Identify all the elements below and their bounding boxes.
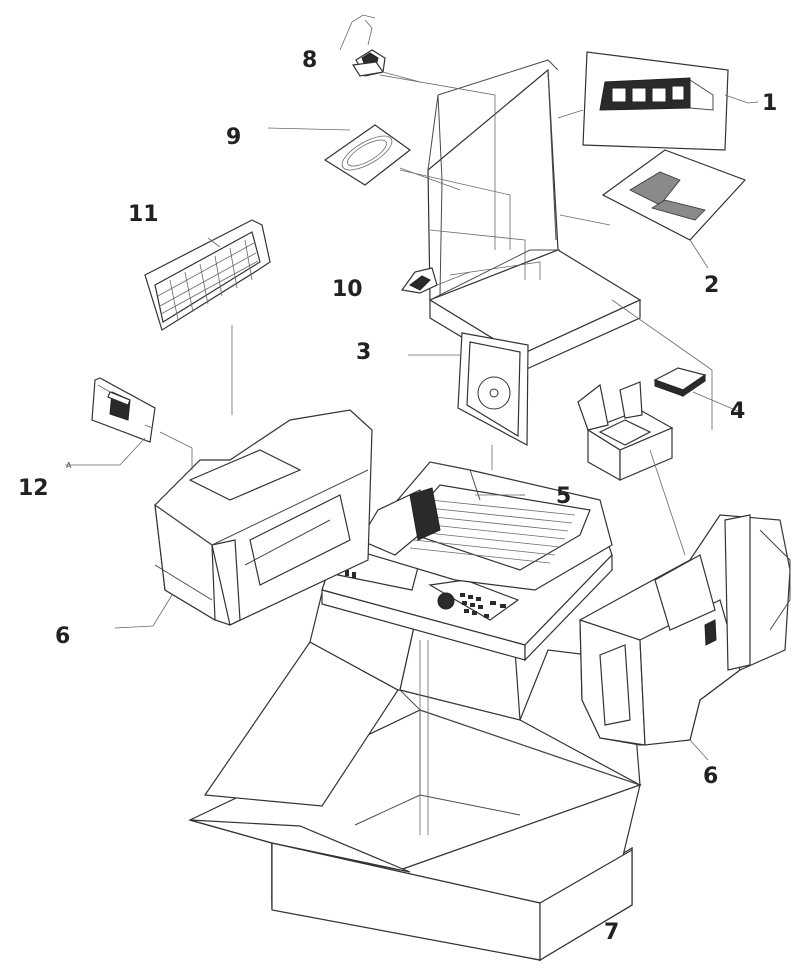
callout-5: 5 — [556, 484, 571, 509]
callout-4: 4 — [730, 399, 745, 424]
callout-6-right: 6 — [703, 764, 718, 789]
minor-mark-a: A — [66, 461, 72, 470]
callout-12: 12 — [18, 476, 49, 501]
callout-10: 10 — [332, 277, 363, 302]
callout-7: 7 — [604, 920, 619, 945]
callout-11: 11 — [128, 202, 159, 227]
part-2-manual-sheet — [601, 149, 747, 269]
part-11-keypad-overlay — [144, 219, 271, 415]
part-4-small-box — [577, 367, 741, 556]
part-6-foam-right — [579, 514, 791, 761]
callout-8: 8 — [302, 48, 317, 73]
callout-2: 2 — [704, 273, 719, 298]
part-9-usb-cable — [267, 124, 461, 191]
shipping-box — [188, 559, 642, 962]
callout-9: 9 — [226, 125, 241, 150]
callout-1: 1 — [762, 91, 777, 116]
part-3-software-cd — [408, 332, 529, 470]
part-5-scanner — [321, 461, 613, 662]
part-8-power-adapter — [339, 14, 421, 83]
part-1-document-guide — [557, 51, 759, 151]
part-6-foam-left — [114, 409, 373, 629]
part-12-power-supply — [65, 377, 193, 470]
part-10-clip — [400, 267, 471, 294]
callout-6-left: 6 — [55, 624, 70, 649]
callout-3: 3 — [356, 340, 371, 365]
